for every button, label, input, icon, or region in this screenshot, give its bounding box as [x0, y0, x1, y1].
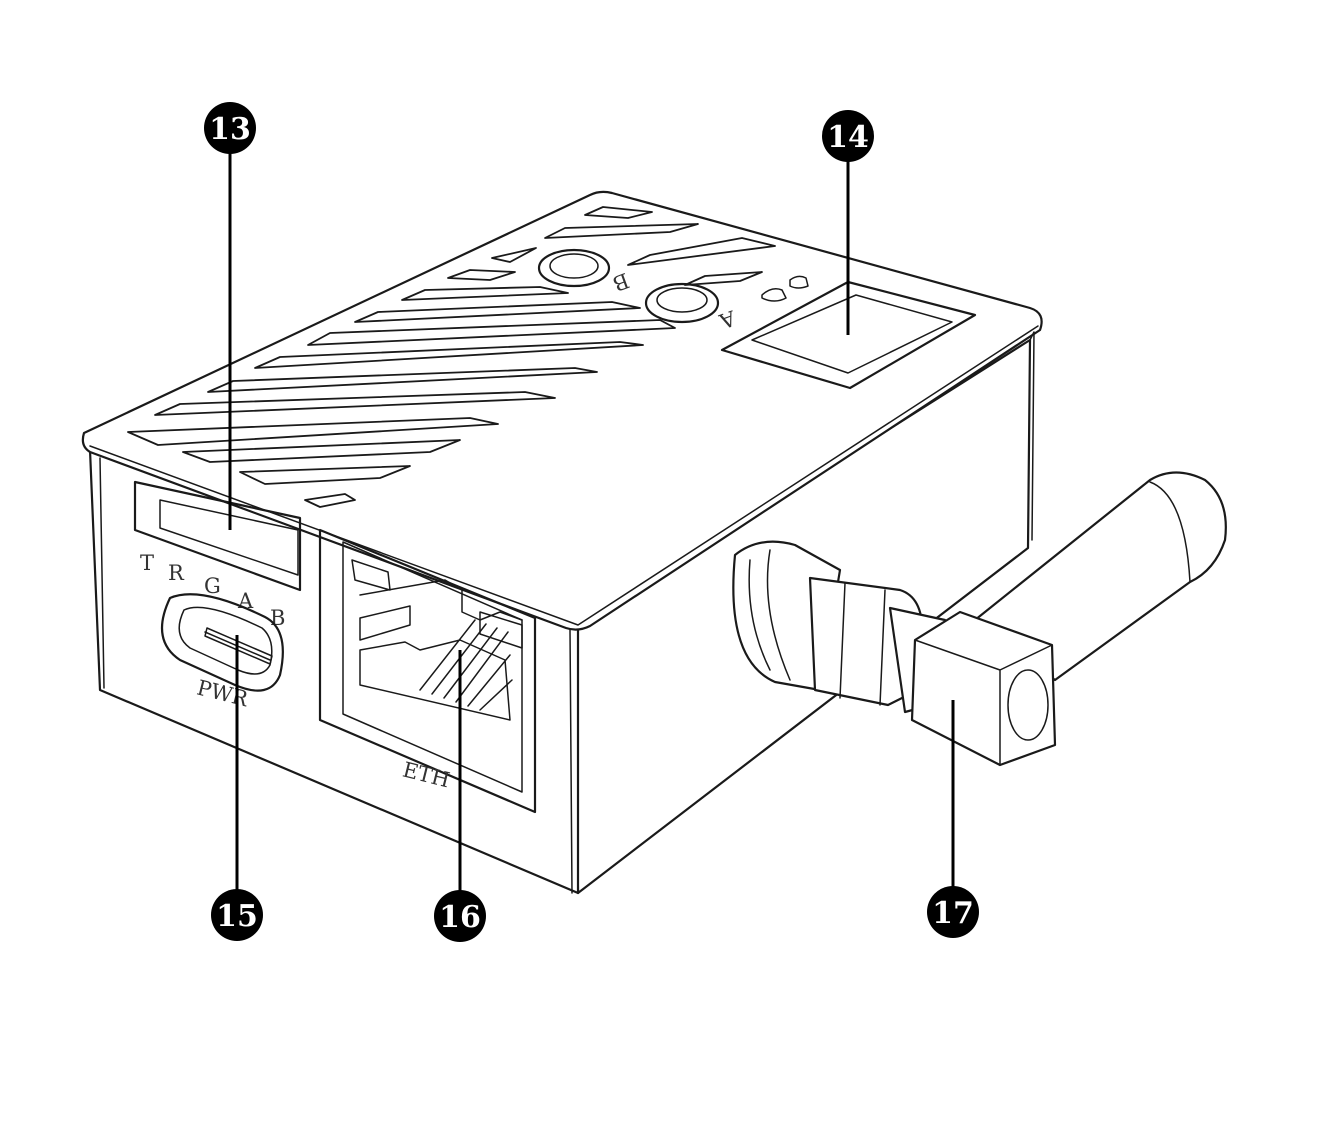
indicator-led-2: [789, 275, 809, 289]
enclosure-top-face: [81, 190, 1043, 631]
callout-16: 16: [434, 890, 486, 942]
callout-13: 13: [204, 102, 256, 154]
display-window: [720, 280, 977, 390]
vent-slots: [127, 206, 776, 508]
ethernet-port[interactable]: [318, 528, 537, 814]
display-bezel: [720, 280, 977, 390]
callout-14: 14: [822, 110, 874, 162]
callout-15-label: 15: [216, 899, 258, 934]
antenna-hinge: [910, 610, 1057, 767]
antenna-whip-cap-line: [1149, 481, 1191, 583]
button-a[interactable]: [644, 282, 720, 324]
enclosure: [81, 190, 1043, 895]
led-label-g: G: [204, 574, 221, 598]
callout-16-label: 16: [439, 900, 481, 935]
button-b-label: B: [610, 268, 633, 296]
antenna-hinge-pivot: [1007, 669, 1049, 741]
ethernet-bezel: [318, 528, 537, 814]
enclosure-edge: [89, 325, 1039, 626]
display-screen: [751, 294, 953, 374]
led-label-r: R: [168, 561, 185, 585]
led-window: [133, 480, 302, 592]
callout-17: 17: [927, 886, 979, 938]
antenna-whip: [973, 471, 1227, 682]
led-label-a: A: [237, 589, 254, 613]
led-indicator-panel: T R G A B: [133, 480, 302, 630]
leader-lines: [228, 128, 955, 916]
usb-c-power-port[interactable]: [160, 593, 284, 692]
led-label-t: T: [140, 551, 154, 575]
callout-13-label: 13: [209, 112, 251, 147]
callout-15: 15: [211, 889, 263, 941]
top-buttons: B A: [537, 248, 809, 334]
enclosure-right-edge: [1029, 331, 1035, 541]
callout-17-label: 17: [932, 896, 974, 931]
button-b[interactable]: [537, 248, 611, 288]
antenna: [732, 471, 1227, 767]
enclosure-corner-edge: [569, 629, 573, 894]
callout-14-label: 14: [827, 120, 869, 155]
led-inner: [159, 499, 299, 576]
led-label-b: B: [270, 606, 285, 630]
enclosure-left-edge: [99, 457, 105, 689]
indicator-led-1: [761, 288, 787, 302]
